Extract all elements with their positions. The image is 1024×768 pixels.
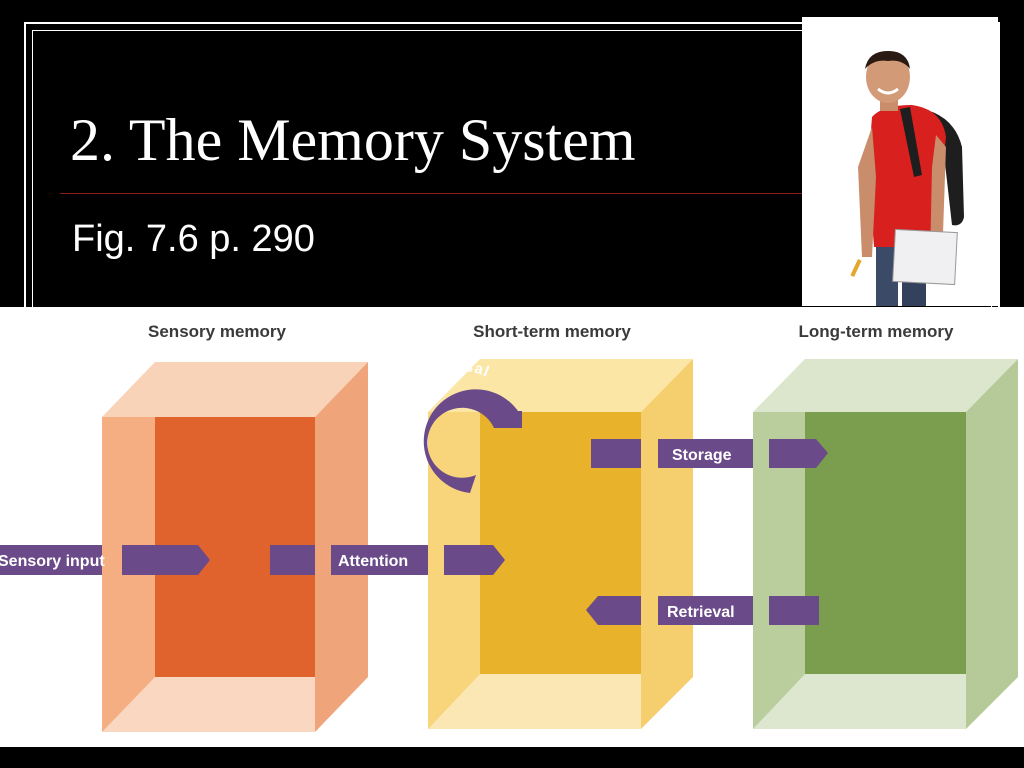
long-bottom-face — [753, 674, 966, 729]
attention-label: Attention — [338, 553, 408, 570]
backpack-strap — [900, 107, 922, 177]
sensory-input-label: Sensory input — [0, 553, 105, 570]
student-photo — [802, 17, 998, 306]
storage-label-box — [658, 439, 753, 468]
label-sensory-memory: Sensory memory — [148, 322, 286, 341]
sensory-input-arrow-tail — [0, 545, 102, 575]
left-leg — [876, 242, 898, 306]
hair — [865, 51, 910, 69]
face — [866, 51, 910, 103]
storage-arrow-head — [769, 439, 828, 468]
sensory-input-arrow-head — [122, 545, 210, 575]
sensory-top-face — [102, 362, 368, 417]
long-core — [805, 412, 966, 674]
label-short-term-memory: Short-term memory — [473, 322, 631, 341]
slide-subtitle: Fig. 7.6 p. 290 — [72, 218, 315, 260]
pencil — [850, 258, 862, 278]
smile — [877, 87, 899, 95]
retrieval-arrow-tail — [769, 596, 819, 625]
attention-arrow-tail — [270, 545, 315, 575]
storage-label: Storage — [672, 447, 732, 464]
long-right-face — [966, 359, 1018, 729]
retrieval-label-box — [658, 596, 753, 625]
slide-title: 2. The Memory System — [70, 107, 636, 173]
attention-arrow-head — [444, 545, 505, 575]
retrieval-label: Retrieval — [667, 604, 735, 621]
short-bottom-face — [428, 674, 641, 729]
storage-arrow-tail — [591, 439, 641, 468]
backpack-shape — [902, 107, 964, 226]
memory-system-diagram: Sensory memory Short-term memory Long-te… — [0, 307, 1024, 747]
retrieval-arrow-head — [586, 596, 641, 625]
right-arm — [930, 135, 946, 262]
short-right-face — [641, 359, 693, 729]
short-term-memory-box — [428, 359, 693, 729]
bottom-bar — [0, 747, 1024, 768]
memory-diagram-svg: Sensory memory Short-term memory Long-te… — [0, 307, 1024, 747]
notebook — [892, 228, 958, 286]
long-top-face — [753, 359, 1018, 412]
sensory-bottom-face — [102, 677, 315, 732]
rehearsal-arc — [423, 389, 522, 493]
student-illustration — [850, 51, 964, 306]
label-long-term-memory: Long-term memory — [799, 322, 954, 341]
left-arm — [858, 127, 876, 257]
attention-label-box — [331, 545, 428, 575]
red-shirt — [868, 105, 946, 247]
long-term-memory-box — [753, 359, 1018, 729]
title-divider — [60, 193, 808, 194]
